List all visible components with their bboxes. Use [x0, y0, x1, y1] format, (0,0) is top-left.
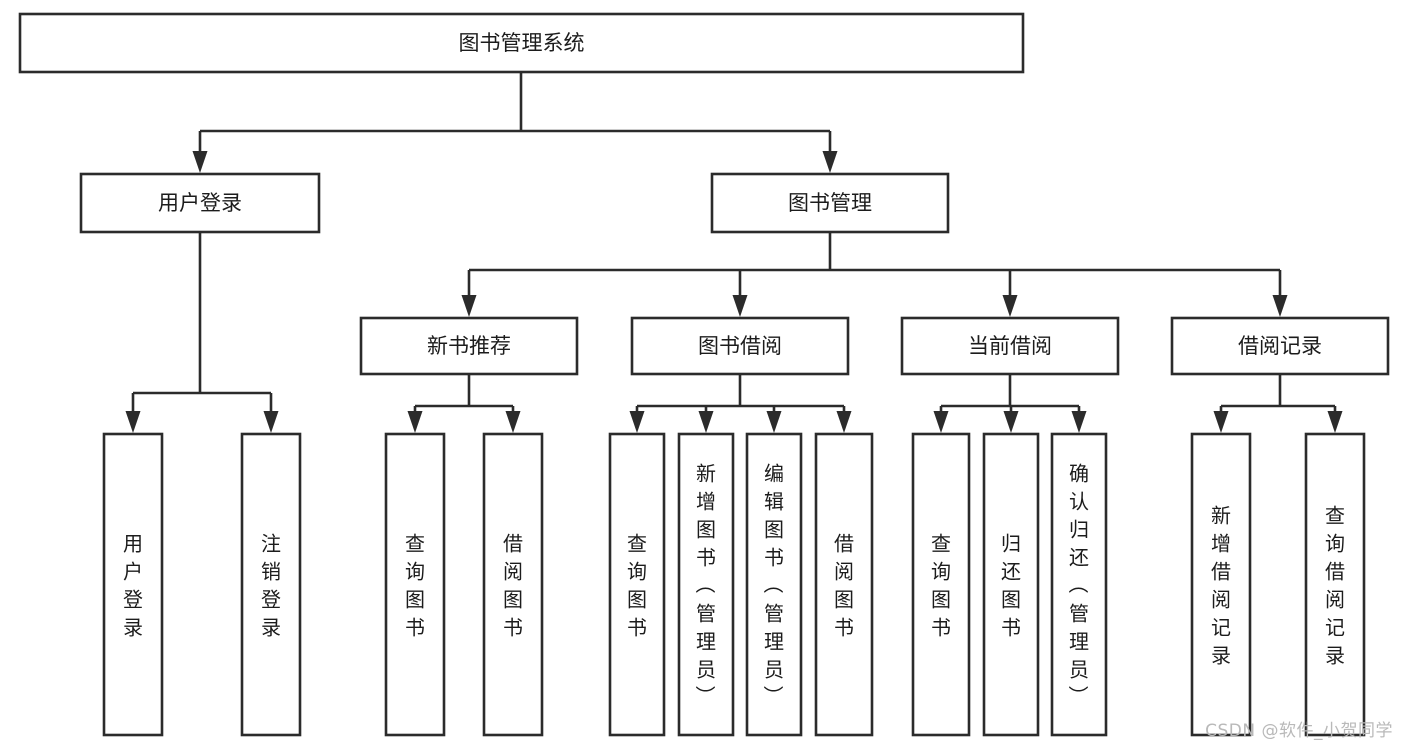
- node-leaf-add-book[interactable]: 新增图书（管理员）: [677, 432, 735, 737]
- arrow-head-icon: [192, 151, 208, 173]
- node-box[interactable]: [1304, 432, 1366, 737]
- node-label: 查询借阅记录: [1325, 503, 1345, 667]
- node-box[interactable]: [1170, 316, 1390, 376]
- arrow-head-icon: [125, 411, 141, 433]
- nodes-layer: 图书管理系统用户登录图书管理新书推荐图书借阅当前借阅借阅记录用户登录注销登录查询…: [18, 12, 1390, 737]
- node-label: 查询图书: [627, 531, 647, 639]
- node-current[interactable]: 当前借阅: [900, 316, 1120, 376]
- arrow-head-icon: [629, 411, 645, 433]
- arrow-head-icon: [766, 411, 782, 433]
- node-label: 查询图书: [931, 531, 951, 639]
- arrow-head-icon: [1003, 411, 1019, 433]
- arrow-head-icon: [1002, 295, 1018, 317]
- node-box[interactable]: [814, 432, 874, 737]
- node-box[interactable]: [608, 432, 666, 737]
- node-box[interactable]: [982, 432, 1040, 737]
- arrow-head-icon: [1213, 411, 1229, 433]
- node-box[interactable]: [1190, 432, 1252, 737]
- node-root[interactable]: 图书管理系统: [18, 12, 1025, 74]
- node-label: 新增借阅记录: [1211, 503, 1231, 667]
- arrow-head-icon: [461, 295, 477, 317]
- arrow-head-icon: [1272, 295, 1288, 317]
- arrow-head-icon: [933, 411, 949, 433]
- node-box[interactable]: [18, 12, 1025, 74]
- node-label: 借阅记录: [1238, 334, 1322, 358]
- node-box[interactable]: [745, 432, 803, 737]
- node-box[interactable]: [911, 432, 971, 737]
- watermark: CSDN @软件_小贺同学: [1205, 721, 1393, 741]
- node-leaf-query-record[interactable]: 查询借阅记录: [1304, 432, 1366, 737]
- connector-group: [125, 232, 279, 433]
- connector-group: [933, 374, 1087, 433]
- connector-group: [1213, 374, 1343, 433]
- node-label: 图书管理系统: [459, 31, 585, 55]
- arrow-head-icon: [407, 411, 423, 433]
- node-label: 图书管理: [788, 191, 872, 215]
- arrow-head-icon: [505, 411, 521, 433]
- node-label: 注销登录: [261, 531, 281, 639]
- node-label: 图书借阅: [698, 334, 782, 358]
- node-label: 归还图书: [1001, 531, 1021, 639]
- node-box[interactable]: [900, 316, 1120, 376]
- arrow-head-icon: [1327, 411, 1343, 433]
- node-leaf-return[interactable]: 归还图书: [982, 432, 1040, 737]
- node-login[interactable]: 用户登录: [79, 172, 321, 234]
- node-bookmgr[interactable]: 图书管理: [710, 172, 950, 234]
- arrow-head-icon: [822, 151, 838, 173]
- node-label: 查询图书: [405, 531, 425, 639]
- node-box[interactable]: [482, 432, 544, 737]
- connector-group: [192, 72, 838, 173]
- node-leaf-user-login[interactable]: 用户登录: [102, 432, 164, 737]
- arrow-head-icon: [263, 411, 279, 433]
- node-label: 新增图书（管理员）: [695, 461, 716, 709]
- node-leaf-query-2[interactable]: 查询图书: [608, 432, 666, 737]
- node-leaf-confirm[interactable]: 确认归还（管理员）: [1050, 432, 1108, 737]
- connector-group: [461, 232, 1288, 317]
- connector-group: [629, 374, 852, 433]
- node-box[interactable]: [240, 432, 302, 737]
- connectors-layer: [125, 72, 1343, 433]
- node-box[interactable]: [384, 432, 446, 737]
- node-leaf-edit-book[interactable]: 编辑图书（管理员）: [745, 432, 803, 737]
- node-box[interactable]: [1050, 432, 1108, 737]
- arrow-head-icon: [836, 411, 852, 433]
- node-label: 用户登录: [158, 191, 242, 215]
- node-box[interactable]: [630, 316, 850, 376]
- node-box[interactable]: [79, 172, 321, 234]
- node-box[interactable]: [710, 172, 950, 234]
- node-leaf-borrow-2[interactable]: 借阅图书: [814, 432, 874, 737]
- node-label: 借阅图书: [503, 531, 523, 639]
- node-box[interactable]: [102, 432, 164, 737]
- node-label: 当前借阅: [968, 334, 1052, 358]
- node-record[interactable]: 借阅记录: [1170, 316, 1390, 376]
- node-leaf-query-1[interactable]: 查询图书: [384, 432, 446, 737]
- node-leaf-query-3[interactable]: 查询图书: [911, 432, 971, 737]
- connector-group: [407, 374, 521, 433]
- node-box[interactable]: [677, 432, 735, 737]
- node-leaf-logout[interactable]: 注销登录: [240, 432, 302, 737]
- arrow-head-icon: [698, 411, 714, 433]
- node-label: 新书推荐: [427, 334, 511, 358]
- arrow-head-icon: [1071, 411, 1087, 433]
- node-newbook[interactable]: 新书推荐: [359, 316, 579, 376]
- node-leaf-add-record[interactable]: 新增借阅记录: [1190, 432, 1252, 737]
- arrow-head-icon: [732, 295, 748, 317]
- node-label: 编辑图书（管理员）: [763, 461, 784, 709]
- node-borrow[interactable]: 图书借阅: [630, 316, 850, 376]
- node-box[interactable]: [359, 316, 579, 376]
- node-leaf-borrow-1[interactable]: 借阅图书: [482, 432, 544, 737]
- node-label: 确认归还（管理员）: [1068, 461, 1089, 709]
- node-label: 借阅图书: [834, 531, 854, 639]
- node-label: 用户登录: [123, 531, 143, 639]
